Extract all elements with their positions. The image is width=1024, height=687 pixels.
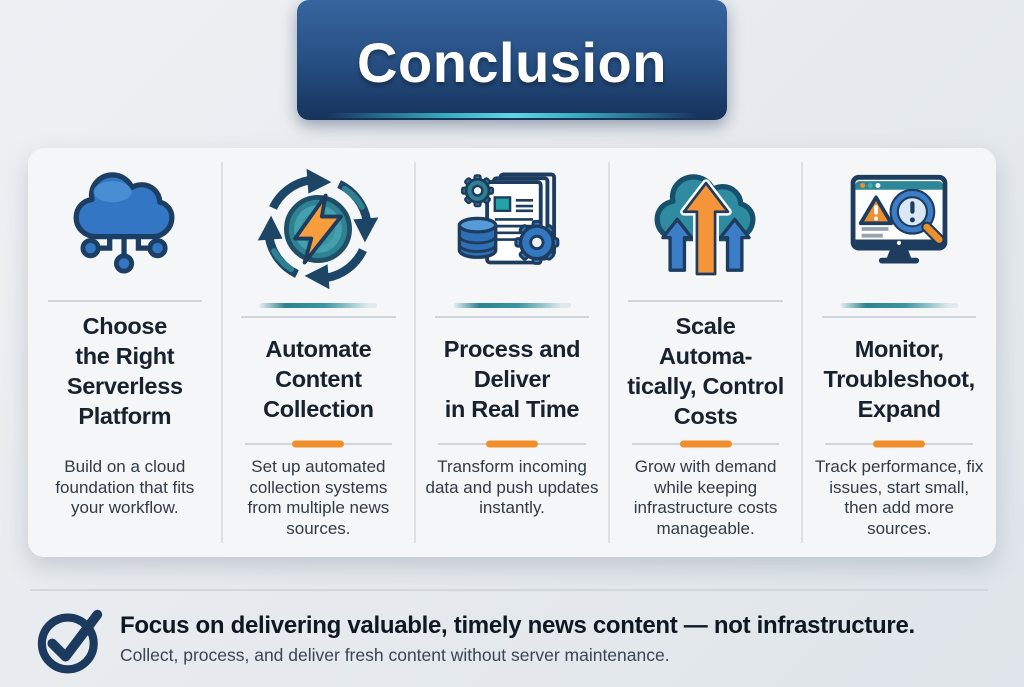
step-column-serverless: Choose the Right Serverless Platform Bui… — [28, 148, 223, 557]
footer-subheading: Collect, process, and deliver fresh cont… — [120, 645, 670, 665]
step-column-monitor: Monitor, Troubleshoot, Expand Track perf… — [802, 148, 996, 557]
step-title: Process and Deliver in Real Time — [443, 335, 581, 423]
step-column-automate: Automate Content Collection Set up autom… — [222, 148, 416, 557]
footer-text: Focus on delivering valuable, timely new… — [120, 612, 915, 666]
step-description: Set up automated collection systems from… — [247, 457, 390, 539]
column-divider — [434, 316, 590, 318]
conclusion-banner: Conclusion — [297, 0, 727, 120]
column-divider — [47, 300, 203, 302]
accent-underline — [825, 443, 973, 445]
step-column-scale: Scale Automa- tically, Control Costs Gro… — [609, 148, 803, 557]
automation-cycle-icon — [231, 158, 407, 300]
step-title: Monitor, Troubleshoot, Expand — [823, 335, 975, 423]
step-title: Scale Automa- tically, Control Costs — [627, 312, 784, 430]
steps-card: Choose the Right Serverless Platform Bui… — [28, 148, 996, 557]
step-title: Automate Content Collection — [263, 335, 374, 423]
footer-divider — [30, 589, 988, 591]
accent-underline — [244, 443, 393, 445]
step-description: Track performance, fix issues, start sma… — [814, 457, 984, 539]
step-description: Grow with demand while keeping infrastru… — [633, 457, 778, 539]
step-column-process: Process and Deliver in Real Time Transfo… — [415, 148, 610, 557]
data-processing-icon — [424, 158, 600, 300]
accent-underline — [438, 443, 586, 445]
column-divider — [628, 300, 783, 302]
step-description: Transform incoming data and push updates… — [425, 457, 599, 518]
step-title: Choose the Right Serverless Platform — [66, 312, 183, 430]
accent-underline — [631, 443, 780, 445]
check-circle-icon — [33, 602, 107, 676]
column-divider — [241, 316, 396, 318]
icon-shadow — [840, 303, 959, 308]
footer-heading: Focus on delivering valuable, timely new… — [120, 612, 915, 639]
banner-title: Conclusion — [357, 30, 667, 94]
footer: Focus on delivering valuable, timely new… — [33, 598, 1008, 680]
monitor-alert-icon — [811, 158, 987, 300]
icon-shadow — [259, 303, 378, 308]
cloud-network-icon — [37, 158, 213, 300]
icon-shadow — [452, 303, 571, 308]
banner-glow-strip — [327, 113, 697, 118]
column-divider — [821, 316, 977, 318]
cloud-scale-icon — [618, 158, 794, 300]
step-description: Build on a cloud foundation that fits yo… — [55, 457, 195, 518]
